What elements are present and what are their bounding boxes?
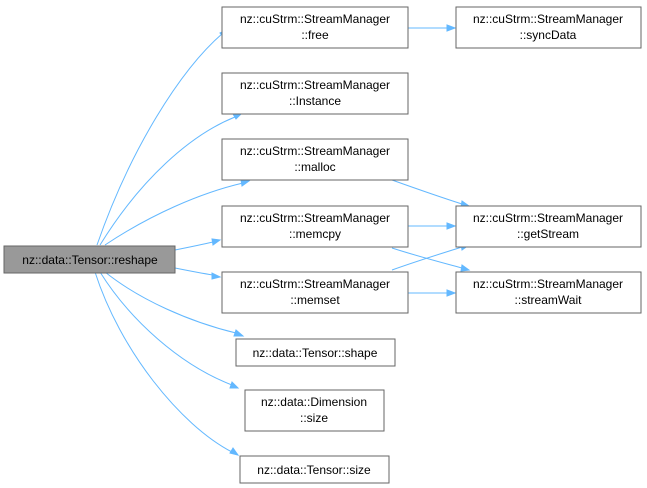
node-memset-label-2: ::memset [290, 293, 340, 307]
arrowhead-shape [233, 329, 245, 337]
node-instance-label-2: ::Instance [289, 94, 341, 108]
node-instance-label-1: nz::cuStrm::StreamManager [240, 78, 390, 92]
edge-malloc-getstream [391, 179, 463, 205]
node-syncdata-box [455, 6, 642, 49]
arrowhead-syncdata [446, 24, 457, 32]
node-tensorsize-label: nz::data::Tensor::size [257, 463, 371, 477]
node-dimsize-box [244, 389, 385, 432]
node-memcpy[interactable]: nz::cuStrm::StreamManager ::memcpy [221, 205, 409, 248]
edge-reshape-malloc [104, 182, 244, 246]
node-free[interactable]: nz::cuStrm::StreamManager ::free [221, 6, 409, 49]
arrowhead-getstream-memcpy [446, 222, 457, 230]
node-syncdata-label-2: ::syncData [520, 28, 577, 42]
arrowhead-tensorsize [229, 447, 240, 456]
node-syncdata[interactable]: nz::cuStrm::StreamManager ::syncData [455, 6, 642, 49]
arrowhead-malloc [240, 179, 251, 187]
node-reshape-label: nz::data::Tensor::reshape [22, 253, 158, 267]
node-memset-box [221, 271, 409, 314]
node-malloc-label-1: nz::cuStrm::StreamManager [240, 144, 390, 158]
node-malloc[interactable]: nz::cuStrm::StreamManager ::malloc [221, 138, 409, 181]
arrowhead-streamwait-memset [446, 289, 457, 297]
arrowhead-memset [211, 272, 222, 280]
arrowhead-instance [232, 113, 243, 120]
node-free-box [221, 6, 409, 49]
node-tensorsize-box [239, 455, 390, 484]
node-memcpy-label-1: nz::cuStrm::StreamManager [240, 211, 390, 225]
edge-reshape-shape [104, 271, 237, 334]
node-tensorsize[interactable]: nz::data::Tensor::size [239, 455, 390, 484]
node-reshape[interactable]: nz::data::Tensor::reshape [3, 245, 176, 274]
node-dimsize[interactable]: nz::data::Dimension ::size [244, 389, 385, 432]
node-streamwait[interactable]: nz::cuStrm::StreamManager ::streamWait [455, 271, 642, 314]
node-dimsize-label-2: ::size [300, 411, 328, 425]
node-shape-box [235, 338, 396, 367]
arrowhead-memcpy [211, 238, 222, 246]
node-malloc-box [221, 138, 409, 181]
node-memset-label-1: nz::cuStrm::StreamManager [240, 277, 390, 291]
node-memset[interactable]: nz::cuStrm::StreamManager ::memset [221, 271, 409, 314]
node-malloc-label-2: ::malloc [294, 160, 335, 174]
node-reshape-box [3, 245, 176, 274]
node-syncdata-label-1: nz::cuStrm::StreamManager [473, 12, 623, 26]
node-getstream-label-2: ::getStream [517, 227, 579, 241]
node-free-label-1: nz::cuStrm::StreamManager [240, 12, 390, 26]
node-dimsize-label-1: nz::data::Dimension [261, 395, 367, 409]
edge-reshape-tensorsize [94, 271, 233, 453]
node-getstream-label-1: nz::cuStrm::StreamManager [473, 211, 623, 225]
node-getstream[interactable]: nz::cuStrm::StreamManager ::getStream [455, 205, 642, 248]
node-streamwait-box [455, 271, 642, 314]
edges [94, 24, 471, 456]
arrowhead-dimsize [229, 381, 240, 389]
node-free-label-2: ::free [301, 28, 329, 42]
edge-reshape-instance [99, 116, 236, 246]
arrowhead-streamwait-memcpy [460, 264, 471, 272]
node-instance-box [221, 72, 409, 115]
edge-reshape-memcpy [174, 241, 214, 251]
node-memcpy-box [221, 205, 409, 248]
node-shape[interactable]: nz::data::Tensor::shape [235, 338, 396, 367]
edge-memcpy-streamwait [391, 247, 463, 269]
node-streamwait-label-1: nz::cuStrm::StreamManager [473, 277, 623, 291]
node-memcpy-label-2: ::memcpy [289, 227, 341, 241]
edge-reshape-free [96, 32, 224, 246]
node-shape-label: nz::data::Tensor::shape [253, 346, 378, 360]
edge-reshape-memset [174, 267, 214, 276]
node-streamwait-label-2: ::streamWait [515, 293, 583, 307]
node-instance[interactable]: nz::cuStrm::StreamManager ::Instance [221, 72, 409, 115]
edge-reshape-dimsize [99, 271, 233, 386]
node-getstream-box [455, 205, 642, 248]
edge-memset-getstream [391, 246, 463, 271]
